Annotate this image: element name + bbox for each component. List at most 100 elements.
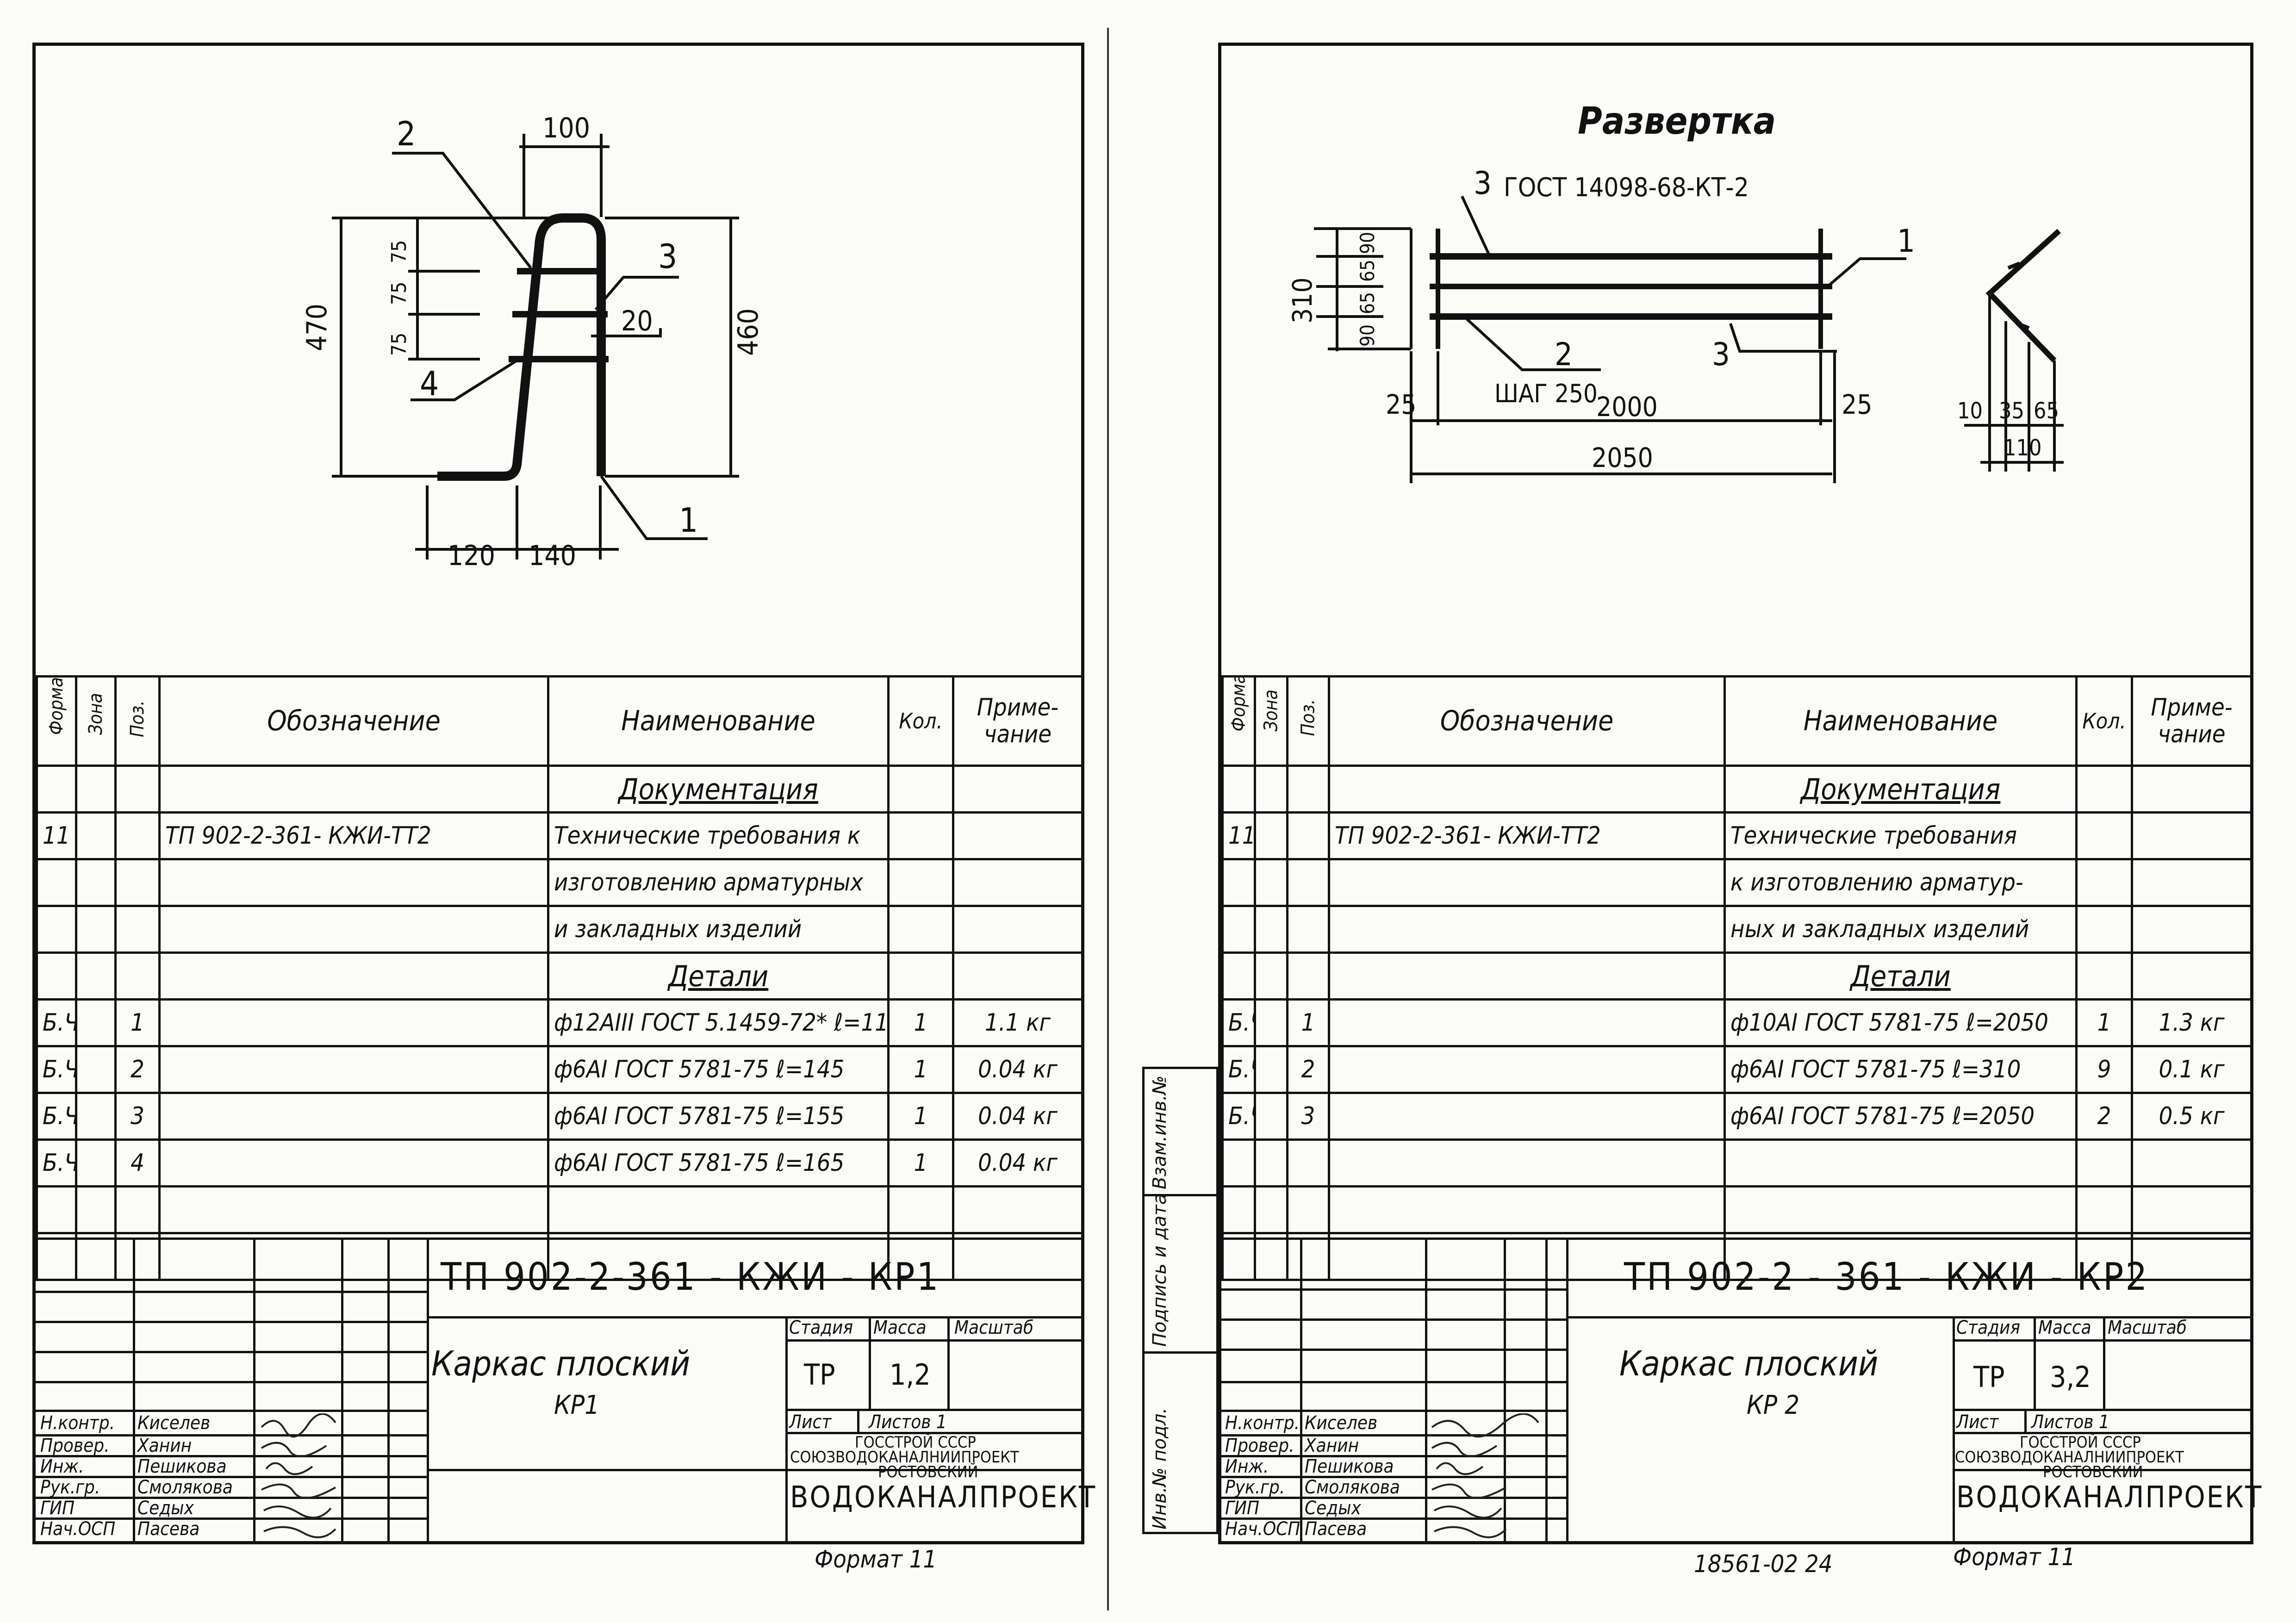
cell-zone <box>75 858 117 907</box>
cell-format: Б.Ч <box>1221 998 1256 1047</box>
cell-name: к изготовлению арматур- <box>1724 858 2078 907</box>
cell-name: ф12АIII ГОСТ 5.1459-72* ℓ=1150 <box>547 998 890 1047</box>
role-nachosp: Нач.ОСП <box>40 1518 116 1540</box>
cell-note <box>2131 1232 2252 1281</box>
dim-25a: 25 <box>1386 389 1416 420</box>
dim-65c: 65 <box>2034 398 2059 424</box>
title-block-left: ТП 902-2-361 - КЖИ - КР1 Каркас плоский … <box>36 1237 1095 1541</box>
callout-3a: 3 <box>1474 165 1492 202</box>
spec-row <box>1221 1185 2252 1234</box>
section-title: Детали <box>1724 951 2078 1001</box>
cell-pos: 1 <box>114 998 161 1047</box>
unfold-title: Развертка <box>1578 99 1776 143</box>
hdr-format: Формат <box>36 675 77 767</box>
sheets-label-r: Листов 1 <box>2031 1412 2109 1433</box>
dim-2000: 2000 <box>1596 391 1658 423</box>
cell-format <box>1221 1232 1256 1281</box>
cell-name: ф10АI ГОСТ 5781-75 ℓ=2050 <box>1724 998 2078 1047</box>
cell-zone <box>75 1185 117 1234</box>
spec-table-left: Формат Зона Поз. Обозначение Наименовани… <box>36 675 1083 1281</box>
cell-note: 0.5 кг <box>2131 1092 2252 1141</box>
cell-name: ф6АI ГОСТ 5781-75 ℓ=310 <box>1724 1045 2078 1094</box>
dim-470: 470 <box>301 304 333 351</box>
dim-20: 20 <box>621 305 653 337</box>
cell-format <box>1221 1138 1256 1188</box>
cell-format <box>36 858 77 907</box>
cell-designation <box>158 1138 549 1188</box>
cell-qty <box>887 1232 954 1281</box>
dim-460: 460 <box>732 308 765 356</box>
dim-310: 310 <box>1287 277 1318 323</box>
dim-75c: 75 <box>387 333 411 356</box>
cell-designation <box>1328 858 1726 907</box>
cell-pos <box>114 1232 161 1281</box>
cell-name <box>547 1185 890 1234</box>
cell-zone <box>1254 858 1288 907</box>
cell-qty: 1 <box>887 1092 954 1141</box>
cell-note <box>2131 858 2252 907</box>
doc-title-r: Каркас плоский <box>1619 1344 1879 1384</box>
mass-value-r: 3,2 <box>2050 1360 2091 1394</box>
dim-90b: 90 <box>1356 232 1379 254</box>
cell-zone <box>1254 1092 1288 1141</box>
dim-140: 140 <box>529 540 576 572</box>
format-label-left: Формат 11 <box>815 1546 937 1573</box>
bureau-line-2-r: СОЮЗВОДОКАНАЛНИИПРОЕКТ <box>1955 1448 2184 1467</box>
rebar-pos-1 <box>437 213 606 481</box>
cell-zone <box>1254 1185 1288 1234</box>
cell-designation <box>158 1232 549 1281</box>
doc-subtitle-r: КР 2 <box>1747 1390 1800 1420</box>
cell-note: 0.04 кг <box>952 1092 1083 1141</box>
section-title: Документация <box>1724 765 2078 814</box>
hdr-qty: Кол. <box>887 675 954 767</box>
callout-3b: 3 <box>1712 336 1730 373</box>
person-inzh: Пешикова <box>137 1456 227 1477</box>
stage-value: ТР <box>804 1358 835 1392</box>
cell-zone <box>75 1138 117 1188</box>
cell-format <box>1221 858 1256 907</box>
spec-row: Детали <box>36 951 1083 1001</box>
stage-label-r: Стадия <box>1956 1317 2021 1338</box>
spec-row <box>1221 1138 2252 1188</box>
drawing-unfolded: Развертка ГОСТ 14098-68-КТ-2 ШАГ 250 310… <box>1287 99 2064 483</box>
cell-name: изготовлению арматурных <box>547 858 890 907</box>
role-nachosp-r: Нач.ОСП <box>1225 1518 1300 1540</box>
cell-zone <box>1254 1232 1288 1281</box>
side-label-inv-orig: Инв.№ подл. <box>1149 1407 1170 1530</box>
spec-row: Документация <box>36 765 1083 814</box>
section-title: Документация <box>547 765 890 814</box>
sheet-right: Развертка ГОСТ 14098-68-КТ-2 ШАГ 250 310… <box>1218 43 2261 1544</box>
cell-pos <box>1286 858 1330 907</box>
gost-label: ГОСТ 14098-68-КТ-2 <box>1504 173 1749 203</box>
sheet-label-r: Лист <box>1956 1412 1999 1433</box>
cell-pos <box>1286 1185 1330 1234</box>
cell-format <box>36 905 77 954</box>
bureau-line-2: СОЮЗВОДОКАНАЛНИИПРОЕКТ <box>790 1448 1019 1467</box>
handwritten-number: 18561-02 24 <box>1694 1550 1833 1578</box>
stage-label: Стадия <box>789 1317 853 1338</box>
cell-note: 0.04 кг <box>952 1045 1083 1094</box>
bureau-line-4-r: ВОДОКАНАЛПРОЕКТ <box>1956 1480 2263 1515</box>
title-block-right: ТП 902-2 - 361 - КЖИ - КР2 Каркас плоски… <box>1221 1237 2261 1541</box>
spec-row <box>1221 1232 2252 1281</box>
cell-designation <box>1328 1092 1726 1141</box>
spec-row: ных и закладных изделий <box>1221 905 2252 954</box>
cell-name: ф6АI ГОСТ 5781-75 ℓ=145 <box>547 1045 890 1094</box>
cell-designation <box>1328 1138 1726 1188</box>
hdr-zone-r: Зона <box>1254 675 1288 767</box>
cell-note: 0.1 кг <box>2131 1045 2252 1094</box>
cell-note <box>952 905 1083 954</box>
cell-note <box>2131 1138 2252 1188</box>
cell-name: Технические требования к <box>547 811 890 860</box>
spec-row <box>36 1232 1083 1281</box>
role-prover-r: Провер. <box>1225 1435 1294 1456</box>
cell-format: Б.Ч <box>1221 1045 1256 1094</box>
person-nkontr: Киселев <box>137 1412 211 1434</box>
role-gip: ГИП <box>40 1498 75 1519</box>
cell-name <box>1724 1138 2078 1188</box>
cell-pos <box>114 858 161 907</box>
cell-pos <box>1286 811 1330 860</box>
signatures-right <box>1431 1413 1539 1538</box>
signatures-left <box>261 1413 336 1538</box>
